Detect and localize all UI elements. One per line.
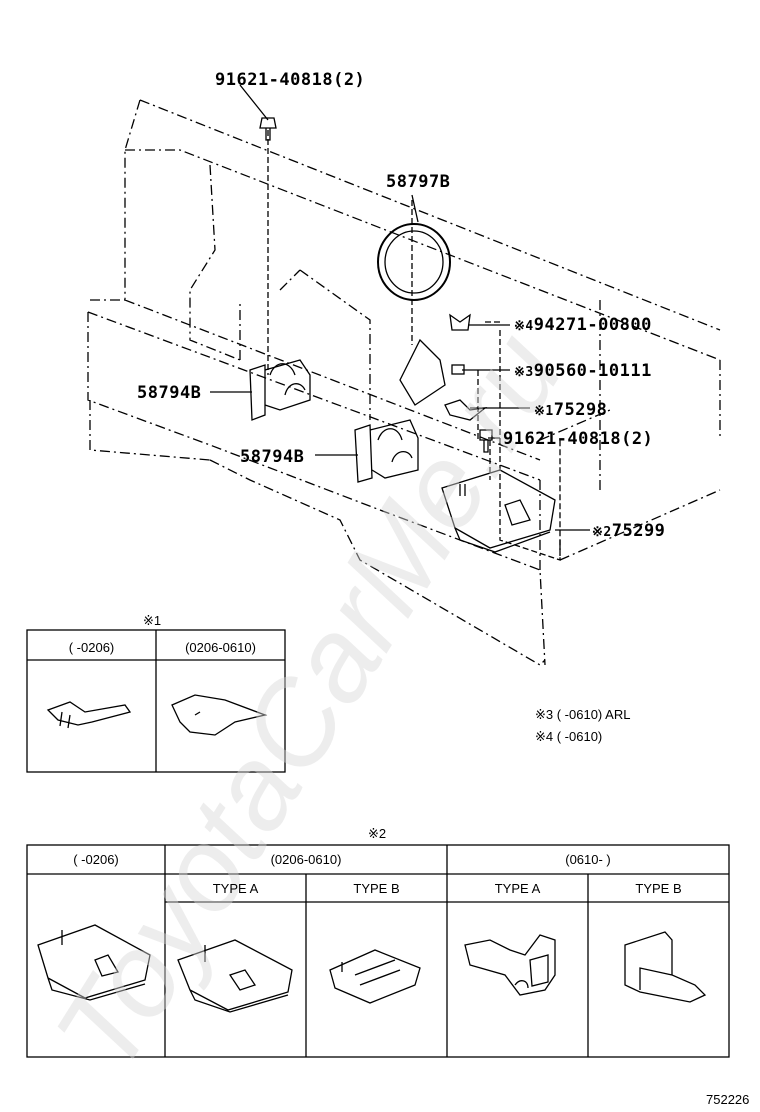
callout-bolt-top: 91621-40818(2) <box>215 70 366 90</box>
bolt-top-icon <box>259 117 277 141</box>
watermark-text: ToyotaCarMe.ru <box>30 310 588 1094</box>
callout-clamp-upper: 58794B <box>137 383 202 403</box>
bracket-number: 75299 <box>611 521 666 541</box>
callout-wing-nut: ※494271-00800 <box>514 315 652 335</box>
callout-clamp-lower: 58794B <box>240 447 305 467</box>
leader-lines <box>267 130 561 561</box>
wing-nut-mark: ※4 <box>514 319 534 334</box>
t2-part-4-icon <box>464 934 556 996</box>
plate-icon <box>444 399 488 421</box>
ring-icon <box>377 223 451 301</box>
floor-outline <box>87 311 546 666</box>
clamp-upper-icon <box>249 359 311 421</box>
wing-nut-number: 94271-00800 <box>533 315 652 335</box>
t2-part-3-icon <box>329 949 421 1004</box>
table2-header-3: (0610- ) <box>565 852 611 867</box>
wing-nut-icon <box>449 313 471 331</box>
plate-number: 75298 <box>553 400 608 420</box>
inner-outline <box>89 164 546 666</box>
table1-header-2: (0206-0610) <box>185 640 256 655</box>
table2-header-2: (0206-0610) <box>270 852 342 867</box>
panel-outline <box>90 99 721 461</box>
plate-mark: ※1 <box>534 404 554 419</box>
nut-number: 90560-10111 <box>533 361 652 381</box>
table2-sub-2: TYPE B <box>353 881 400 896</box>
pad-icon <box>399 338 446 406</box>
bracket-icon <box>441 469 556 553</box>
nut-mark: ※3 <box>514 365 534 380</box>
leader-solid <box>210 84 590 531</box>
clamp-lower-icon <box>354 419 419 483</box>
table2-title: ※2 <box>368 826 387 841</box>
table2-sub-4: TYPE B <box>635 881 682 896</box>
table2-sub-1: TYPE A <box>212 881 259 896</box>
callout-nut: ※390560-10111 <box>514 361 652 381</box>
table1-header-1: ( -0206) <box>68 640 115 655</box>
diagram-id: 752226 <box>706 1092 750 1107</box>
callout-ring: 58797B <box>386 172 451 192</box>
callout-plate: ※175298 <box>534 400 607 420</box>
table1-title: ※1 <box>143 613 162 628</box>
note-3: ※3 ( -0610) ARL <box>535 707 631 722</box>
callout-bracket: ※275299 <box>592 521 665 541</box>
bolt-mid-icon <box>479 429 493 453</box>
nut-icon <box>451 364 465 375</box>
t2-part-2-icon <box>177 939 293 1013</box>
bracket-mark: ※2 <box>592 525 612 540</box>
t1-part-a-icon <box>46 701 132 729</box>
callout-bolt-mid: 91621-40818(2) <box>503 429 654 449</box>
t1-part-b-icon <box>171 694 268 736</box>
t2-part-1-icon <box>37 924 151 1001</box>
t2-part-5-icon <box>624 931 707 1003</box>
note-4: ※4 ( -0610) <box>535 729 603 744</box>
table2-header-1: ( -0206) <box>73 852 119 867</box>
table2-sub-3: TYPE A <box>494 881 541 896</box>
